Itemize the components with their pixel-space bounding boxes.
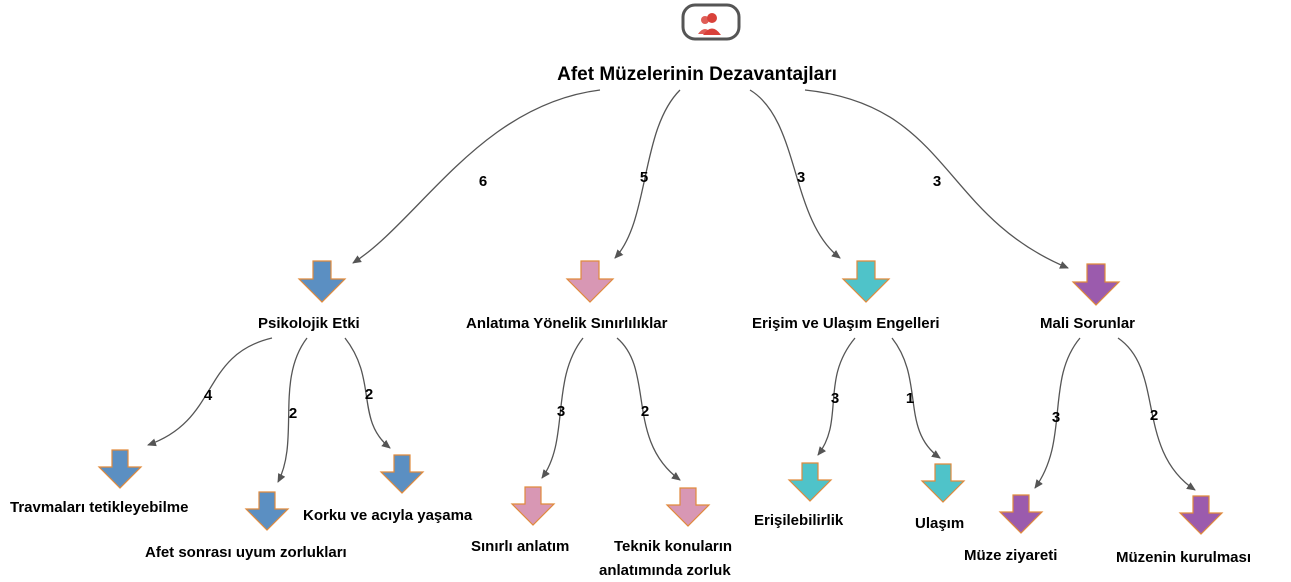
leaf-label-sinirli: Sınırlı anlatım bbox=[471, 538, 569, 555]
edge-count-erisim: 3 bbox=[797, 169, 805, 186]
user-group-icon bbox=[681, 3, 741, 41]
edge-anlatim-teknik bbox=[616, 337, 681, 481]
leaf-label-uyum: Afet sonrası uyum zorlukları bbox=[145, 544, 347, 561]
category-label-anlatim: Anlatıma Yönelik Sınırlılıklar bbox=[466, 315, 668, 332]
edge-root-anlatim bbox=[614, 89, 681, 259]
edge-count-anlatim: 5 bbox=[640, 169, 648, 186]
edge-count-mali: 3 bbox=[933, 173, 941, 190]
leaf-label-erisilebilirlik: Erişilebilirlik bbox=[754, 512, 844, 529]
travma-arrow-icon bbox=[97, 449, 143, 489]
edge-count-psikolojik: 6 bbox=[479, 173, 487, 190]
leaf-label-teknik-1: Teknik konuların bbox=[614, 538, 732, 555]
psikolojik-arrow-icon bbox=[297, 260, 347, 303]
leaf-label-ziyaret: Müze ziyareti bbox=[964, 547, 1057, 564]
edge-count-sinirli: 3 bbox=[557, 403, 565, 420]
leaf-label-travma: Travmaları tetikleyebilme bbox=[10, 499, 188, 516]
erisilebilirlik-arrow-icon bbox=[787, 462, 833, 502]
root-edges bbox=[352, 89, 1069, 269]
child-edges bbox=[147, 337, 1196, 491]
leaf-label-kurulma: Müzenin kurulması bbox=[1116, 549, 1251, 566]
edge-root-psikolojik bbox=[352, 89, 601, 264]
ziyaret-arrow-icon bbox=[998, 494, 1044, 534]
uyum-arrow-icon bbox=[244, 491, 290, 531]
root-title: Afet Müzelerinin Dezavantajları bbox=[557, 64, 837, 85]
edge-erisim-ulasim bbox=[891, 337, 941, 459]
leaf-label-ulasim: Ulaşım bbox=[915, 515, 964, 532]
edge-erisim-erisilebilirlik bbox=[817, 337, 856, 456]
ulasim-arrow-icon bbox=[920, 463, 966, 503]
edge-count-teknik: 2 bbox=[641, 403, 649, 420]
edge-mali-ziyaret bbox=[1034, 337, 1081, 489]
category-label-mali: Mali Sorunlar bbox=[1040, 315, 1135, 332]
korku-arrow-icon bbox=[379, 454, 425, 494]
leaf-label-korku: Korku ve acıyla yaşama bbox=[303, 507, 473, 524]
edge-mali-kurulma bbox=[1117, 337, 1196, 491]
edge-anlatim-sinirli bbox=[541, 337, 584, 479]
category-label-erisim: Erişim ve Ulaşım Engelleri bbox=[752, 315, 940, 332]
erisim-arrow-icon bbox=[841, 260, 891, 303]
edge-count-ulasim: 1 bbox=[906, 390, 914, 407]
mali-arrow-icon bbox=[1071, 263, 1121, 306]
edge-count-uyum: 2 bbox=[289, 405, 297, 422]
teknik-arrow-icon bbox=[665, 487, 711, 527]
edge-count-ziyaret: 3 bbox=[1052, 409, 1060, 426]
edge-count-erisilebilirlik: 3 bbox=[831, 390, 839, 407]
edge-root-erisim bbox=[749, 89, 841, 259]
edge-psikolojik-korku bbox=[344, 337, 391, 449]
edge-root-mali bbox=[804, 89, 1069, 269]
edge-count-kurulma: 2 bbox=[1150, 407, 1158, 424]
edge-psikolojik-uyum bbox=[277, 337, 308, 483]
kurulma-arrow-icon bbox=[1178, 495, 1224, 535]
edge-count-travma: 4 bbox=[204, 387, 213, 404]
anlatim-arrow-icon bbox=[565, 260, 615, 303]
edge-count-korku: 2 bbox=[365, 386, 373, 403]
category-label-psikolojik: Psikolojik Etki bbox=[258, 315, 360, 332]
sinirli-arrow-icon bbox=[510, 486, 556, 526]
leaf-label-teknik-2: anlatımında zorluk bbox=[599, 562, 731, 579]
edge-psikolojik-travma bbox=[147, 337, 273, 447]
